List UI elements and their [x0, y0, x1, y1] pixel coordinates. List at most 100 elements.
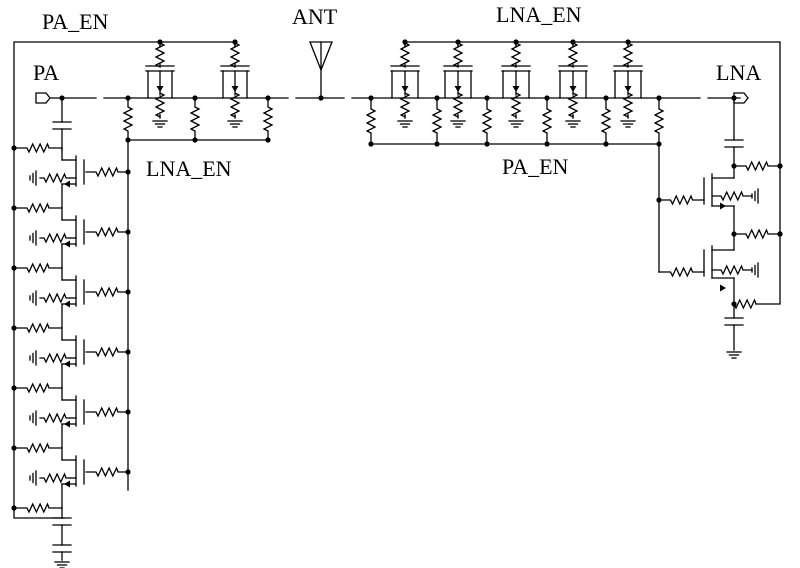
label-pa-en-top: PA_EN [42, 9, 109, 34]
pa-port [35, 92, 97, 104]
resistor [262, 97, 274, 141]
resistor [452, 41, 464, 69]
antenna-icon [309, 41, 333, 99]
pa-port-arrow-icon [35, 92, 51, 104]
junction-dot [368, 141, 374, 147]
resistor [154, 41, 166, 69]
arrow-icon [64, 300, 70, 308]
resistor [365, 97, 377, 145]
label-lna-port: LNA [716, 60, 761, 85]
resistor [733, 160, 781, 172]
resistor [39, 412, 71, 424]
junction-dot [402, 39, 408, 45]
junction-dot [125, 409, 131, 415]
lna-en-right-bus [404, 41, 781, 305]
resistor [39, 352, 71, 364]
junction-dot [318, 95, 324, 101]
junction-dot [625, 39, 631, 45]
junction-dot [232, 39, 238, 45]
junction-dot [192, 137, 198, 143]
resistor [541, 97, 553, 145]
arrow-icon [720, 284, 726, 292]
junction-dot [434, 141, 440, 147]
resistor [122, 97, 134, 141]
arrow-icon [569, 86, 577, 92]
junction-dot [484, 141, 490, 147]
label-pa-en-mid: PA_EN [502, 154, 569, 179]
arrow-icon [454, 86, 462, 92]
resistor [39, 172, 71, 184]
resistor [622, 91, 634, 119]
resistor [39, 232, 71, 244]
resistor [658, 266, 705, 278]
junction-dot [125, 469, 131, 475]
resistor [85, 466, 129, 478]
resistor [229, 41, 241, 69]
resistor [13, 442, 63, 454]
resistor [733, 298, 757, 310]
arrow-icon [64, 240, 70, 248]
arrow-icon [720, 202, 726, 210]
resistor [39, 472, 71, 484]
resistor [711, 264, 753, 276]
resistor [13, 322, 63, 334]
resistor [189, 97, 201, 141]
generated-components [11, 39, 783, 568]
resistor [399, 91, 411, 119]
junction-dot [544, 141, 550, 147]
resistor [510, 91, 522, 119]
resistor [622, 41, 634, 69]
label-lna-en-top: LNA_EN [496, 2, 582, 27]
junction-dot [731, 95, 737, 101]
resistor [481, 97, 493, 145]
arrow-icon [64, 180, 70, 188]
junction-dot [656, 141, 662, 147]
arrow-icon [64, 480, 70, 488]
resistor [399, 41, 411, 69]
resistor [13, 262, 63, 274]
arrow-icon [156, 86, 164, 92]
resistor [567, 91, 579, 119]
resistor [85, 346, 129, 358]
junction-dot [603, 141, 609, 147]
resistor [85, 226, 129, 238]
arrow-icon [231, 86, 239, 92]
junction-dot [513, 39, 519, 45]
junction-dot [570, 39, 576, 45]
resistor [658, 194, 705, 206]
junction-dot [125, 169, 131, 175]
resistor [13, 142, 63, 154]
junction-dot [656, 197, 662, 203]
junction-dot [59, 95, 65, 101]
resistor [13, 382, 63, 394]
resistor [452, 91, 464, 119]
junction-dot [455, 39, 461, 45]
junction-dot [125, 137, 131, 143]
junction-dot [125, 229, 131, 235]
label-ant: ANT [292, 4, 338, 29]
resistor [733, 228, 781, 240]
resistor [431, 97, 443, 145]
resistor [85, 406, 129, 418]
label-pa-port: PA [33, 60, 59, 85]
resistor [653, 97, 665, 145]
resistor [85, 286, 129, 298]
pa-en-left-bus [13, 41, 236, 519]
junction-dot [777, 231, 783, 237]
resistor [13, 202, 63, 214]
resistor [510, 41, 522, 69]
resistor [711, 190, 753, 202]
resistor [85, 166, 129, 178]
resistor [229, 91, 241, 119]
junction-dot [157, 39, 163, 45]
junction-dot [125, 289, 131, 295]
junction-dot [265, 137, 271, 143]
arrow-icon [401, 86, 409, 92]
resistor [39, 292, 71, 304]
arrow-icon [64, 420, 70, 428]
junction-dot [777, 163, 783, 169]
arrow-icon [512, 86, 520, 92]
resistor [13, 502, 63, 514]
